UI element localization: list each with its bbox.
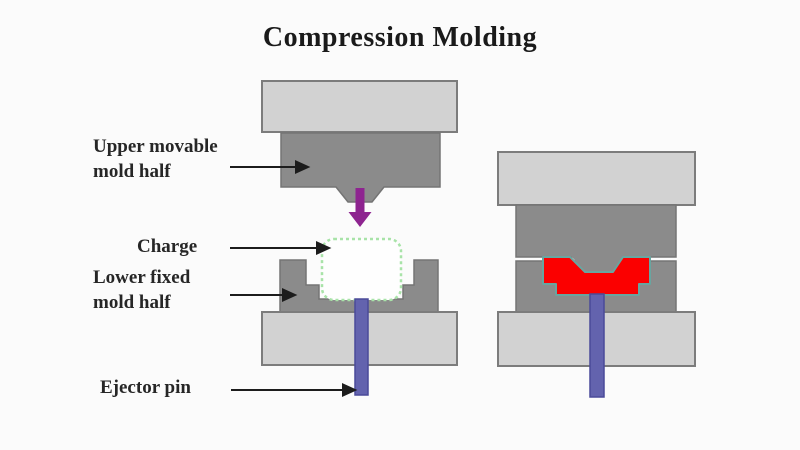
lower-mold-label-line2: mold half	[93, 292, 171, 313]
lower-mold-label: Lower fixed mold half	[93, 265, 190, 315]
charge-pointer-arrow-icon	[230, 240, 332, 256]
upper-mold-label-line2: mold half	[93, 161, 171, 182]
upper-mold-label-line1: Upper movable	[93, 136, 218, 157]
right-ejector-pin	[589, 293, 605, 398]
right-upper-mold-half	[515, 204, 677, 258]
lower-mold-label-line1: Lower fixed	[93, 267, 191, 288]
charge-shape	[320, 237, 403, 302]
right-upper-plate	[497, 151, 696, 206]
left-upper-mold-half	[280, 132, 441, 203]
ejector-pin-label: Ejector pin	[100, 377, 191, 398]
left-ejector-pin	[354, 298, 369, 396]
ejector-pin-pointer-arrow-icon	[231, 382, 358, 398]
press-direction-arrow-icon	[348, 188, 372, 227]
upper-mold-pointer-arrow-icon	[230, 159, 311, 175]
molded-part-shape	[542, 256, 651, 296]
charge-label: Charge	[137, 236, 198, 257]
upper-mold-label: Upper movable mold half	[93, 134, 218, 184]
left-upper-plate	[261, 80, 458, 133]
lower-mold-pointer-arrow-icon	[230, 287, 298, 303]
diagram-title: Compression Molding	[262, 22, 538, 53]
right-mold-protrusion	[570, 255, 624, 272]
